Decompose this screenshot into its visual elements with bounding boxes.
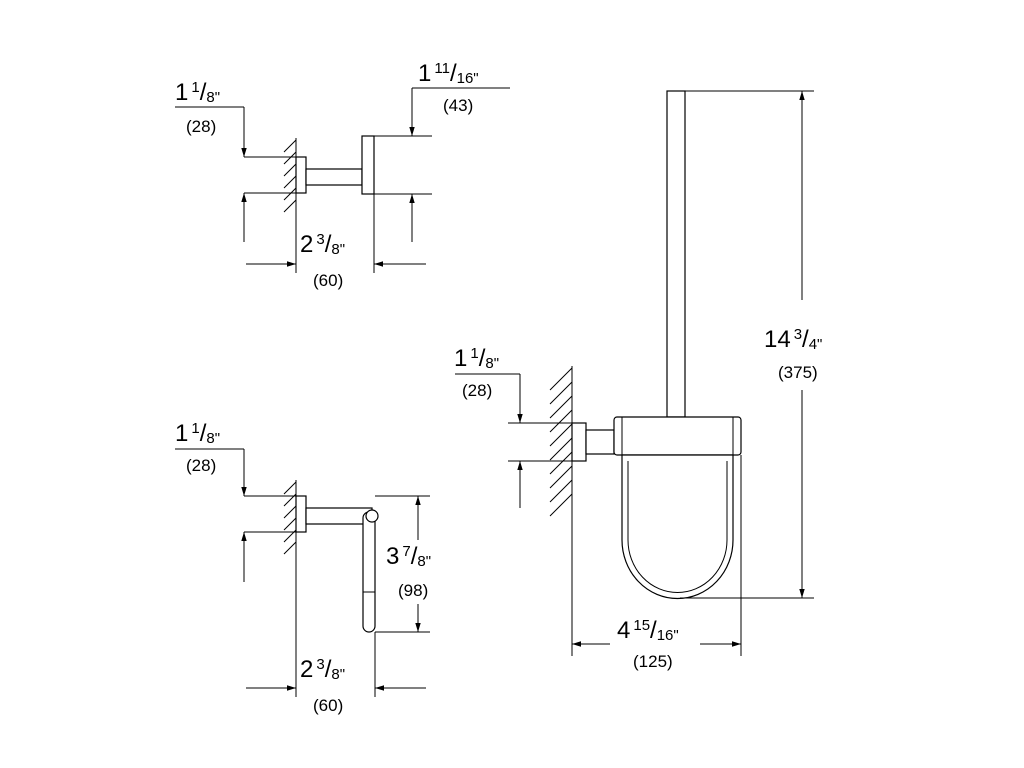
hook-height-mm: (28): [186, 117, 216, 136]
brush-wall-hatch: [549, 367, 573, 517]
hook-rosette: [295, 156, 307, 194]
brush-lid: [613, 416, 742, 456]
hook-depth-mm: (60): [313, 271, 343, 290]
holder-length-mm: (98): [398, 581, 428, 600]
hook-projection-mm: (43): [443, 96, 473, 115]
brush-total-height-mm: (375): [778, 363, 818, 382]
hook-arm: [305, 168, 363, 186]
holder-height-mm: (28): [186, 456, 216, 475]
holder-bar: [362, 511, 376, 633]
brush-glass: [621, 454, 734, 600]
holder-arm: [305, 507, 373, 525]
holder-pivot: [365, 509, 379, 523]
hook-end-cap: [361, 135, 375, 195]
brush-arm: [585, 429, 615, 455]
brush-rosette: [571, 422, 587, 462]
brush-width-mm: (125): [633, 652, 673, 671]
brush-handle: [666, 90, 686, 418]
brush-glass-inner: [627, 461, 728, 594]
hook-wall-hatch: [283, 139, 297, 213]
holder-wall-hatch: [283, 481, 297, 555]
holder-rosette: [295, 495, 307, 533]
holder-depth-mm: (60): [313, 696, 343, 715]
brush-height-mm: (28): [462, 381, 492, 400]
